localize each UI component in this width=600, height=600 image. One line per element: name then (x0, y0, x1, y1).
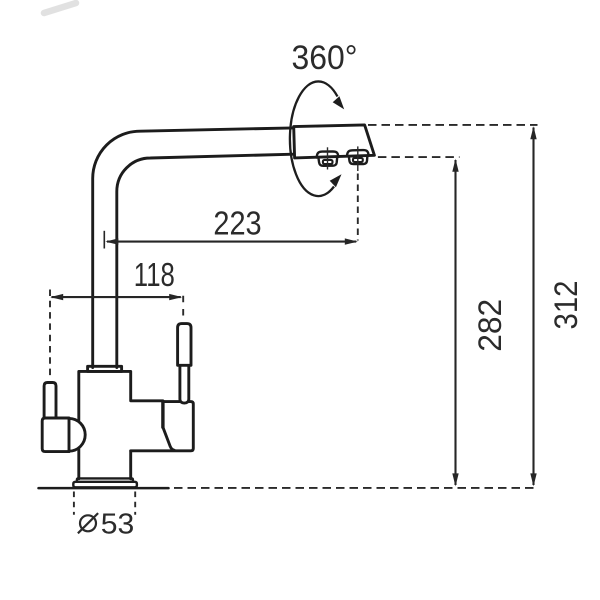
left-valve-body (40, 416, 71, 454)
dimension-labels: 360° 223 118 282 312 53 (77, 39, 584, 540)
label-outlet-height: 282 (472, 299, 508, 352)
rotation-arrow-top (332, 96, 345, 110)
label-handle-span: 118 (134, 256, 175, 293)
construction-lines (49, 123, 538, 515)
spout-head (292, 123, 376, 160)
spout-outer-edge (91, 126, 296, 369)
left-handle-lever (42, 381, 58, 420)
left-dome-joint (67, 416, 87, 453)
dimension-lines (50, 126, 537, 487)
label-base-diameter-value: 53 (101, 508, 135, 540)
rotation-arrow-bottom (329, 174, 342, 188)
faucet-outline (37, 123, 376, 490)
faucet-body (77, 369, 165, 481)
right-handle-lever (176, 322, 193, 367)
aerator-axis-marks (326, 146, 359, 171)
right-handle-neck (178, 363, 191, 405)
label-total-height: 312 (548, 281, 584, 330)
dim-handle-span (50, 293, 183, 301)
dim-total-height (530, 126, 537, 487)
label-spout-reach: 223 (213, 204, 261, 241)
base-step (75, 477, 135, 483)
label-base-diameter: 53 (77, 508, 135, 540)
dim-spout-reach (103, 230, 358, 249)
rotation-symbol (288, 80, 345, 198)
diameter-symbol-slash (77, 512, 99, 535)
label-rotation: 360° (292, 39, 358, 77)
diameter-symbol-circle (78, 514, 98, 533)
dim-outlet-height (452, 158, 459, 487)
spout-inner-edge (115, 152, 296, 369)
right-valve-body (129, 400, 195, 453)
scan-smudge (40, 0, 80, 17)
base-plate (72, 480, 139, 489)
rotation-arc (288, 80, 339, 198)
